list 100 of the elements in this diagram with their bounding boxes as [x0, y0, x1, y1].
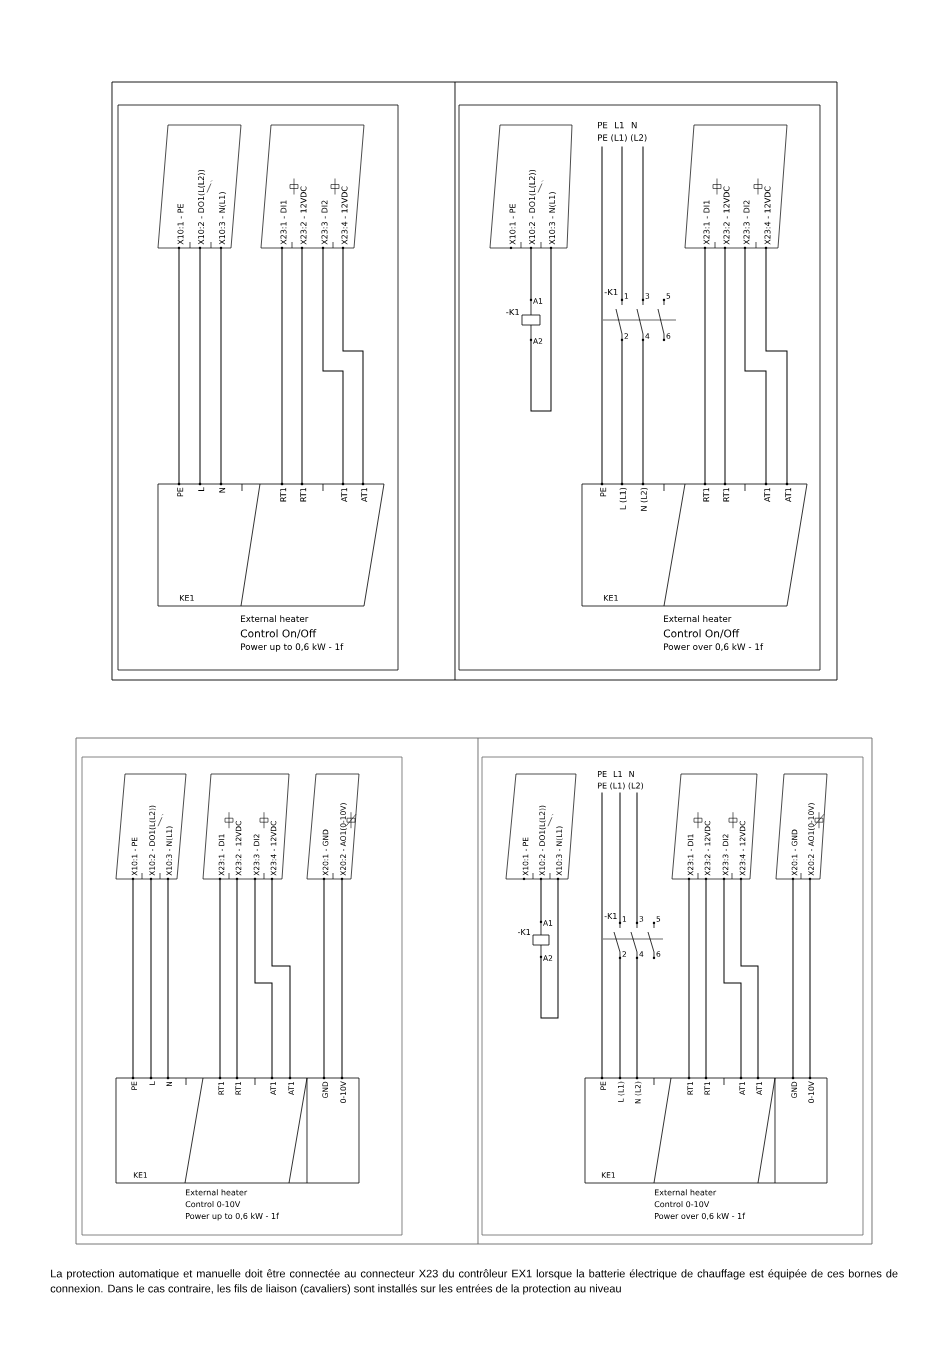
heater-block [581, 482, 808, 607]
heater-label: Control 0-10V [185, 1201, 241, 1208]
wire [323, 878, 325, 1079]
wire [740, 878, 759, 1079]
terminal-module [306, 773, 360, 881]
heater-label: Control On/Off [663, 629, 740, 639]
terminal-label: X10:1 - PE [509, 204, 516, 245]
wire [765, 247, 788, 485]
wire [724, 247, 726, 485]
terminal-label: X23:1 - DI1 [703, 200, 710, 245]
wire [809, 878, 811, 1079]
contactor-symbol [602, 288, 677, 342]
wire [132, 878, 134, 1079]
wire [199, 247, 201, 485]
terminal-label: X23:3 - DI2 [321, 200, 328, 245]
wire [705, 878, 707, 1079]
heater-label: Control 0-10V [654, 1201, 710, 1208]
terminal-label: X23:3 - DI2 [743, 200, 750, 245]
heater-label: External heater [664, 615, 732, 622]
wire [167, 878, 169, 1079]
wire [723, 878, 742, 1079]
terminal-module [671, 773, 758, 881]
heater-label: Power over 0,6 kW - 1f [664, 643, 764, 651]
terminal-module [157, 124, 242, 250]
terminal-label: N [219, 488, 226, 493]
device-label: KE1 [180, 595, 194, 601]
wire [636, 791, 638, 924]
wire [621, 339, 623, 485]
wire [271, 878, 291, 1079]
wire [530, 247, 532, 301]
terminal-label: AT1 [341, 487, 348, 502]
terminal-label: RT1 [703, 487, 710, 502]
device-label: KE1 [604, 595, 618, 601]
wire [220, 247, 222, 485]
wire [281, 247, 283, 485]
wire [601, 145, 603, 485]
terminal-label: PE [600, 487, 607, 497]
terminal-module [115, 773, 187, 881]
terminal-label: X10:3 - N(L1) [218, 192, 227, 245]
heater-label: Power over 0,6 kW - 1f [655, 1212, 746, 1220]
wire [704, 247, 706, 485]
wire [540, 878, 542, 923]
wire [178, 247, 180, 485]
terminal-label: X10:2 - DO1(L(L2)) [528, 170, 537, 245]
wire [642, 339, 644, 485]
wire [236, 878, 238, 1079]
wire [530, 247, 552, 412]
wire [642, 145, 644, 301]
wire [636, 957, 638, 1079]
relay-coil [517, 920, 553, 961]
heater-block [157, 482, 385, 607]
terminal-label: RT1 [280, 487, 287, 502]
terminal-label: RT1 [300, 487, 307, 502]
coil-label: -K1 [517, 929, 531, 935]
terminal-label: X23:4 - 12VDC [341, 186, 348, 245]
terminal-module [202, 773, 290, 881]
wire [219, 878, 221, 1079]
supply-label: PE L1 N [598, 771, 634, 777]
wire [254, 878, 273, 1079]
wire [150, 878, 152, 1079]
terminal-label: X10:1 - PE [177, 204, 184, 245]
terminal-module [684, 124, 788, 250]
wire [322, 247, 344, 485]
heater-label: Power up to 0,6 kW - 1f [241, 643, 344, 652]
terminal-label: L [198, 487, 205, 491]
terminal-label: X10:2 - DO1(L(L2)) [197, 170, 206, 245]
terminal-label: X10:3 - N(L1) [548, 192, 557, 245]
wire [540, 878, 559, 1019]
terminal-label: L (L1) [619, 487, 627, 510]
terminal-label: N (L2) [640, 487, 648, 511]
heater-label: External heater [241, 615, 309, 622]
wire [341, 878, 343, 1079]
terminal-label: AT1 [361, 487, 368, 502]
wire [601, 791, 603, 1079]
wire [619, 957, 621, 1079]
coil-label: -K1 [506, 308, 519, 316]
terminal-label: RT1 [723, 487, 730, 502]
terminal-label: AT1 [785, 487, 792, 502]
terminal-module [489, 124, 573, 250]
contactor-symbol [602, 913, 664, 960]
terminal-label: X23:4 - 12VDC [764, 186, 771, 245]
terminal-module [260, 124, 365, 250]
terminal-module [775, 773, 828, 881]
note-text: La protection automatique et manuelle doit être connectée au connecteur X23 du contrôleur EX1 lorsque la batterie électrique de chauffage est équipée de ces bornes de connexion. Dans le cas contraire, les fils de liaison (cavaliers) sont installés sur les entrées de la protection au niveau [50, 1269, 898, 1295]
heater-label: Control On/Off [240, 629, 317, 639]
terminal-label: AT1 [764, 487, 771, 502]
wire [621, 145, 623, 301]
heater-label: External heater [655, 1189, 717, 1196]
contactor-label: -K1 [604, 913, 617, 919]
supply-label: PE L1 N [598, 121, 637, 129]
heater-label: Power up to 0,6 kW - 1f [186, 1212, 280, 1221]
wire [619, 791, 621, 924]
heater-block [584, 1076, 828, 1184]
terminal-module [505, 773, 577, 881]
supply-label: PE (L1) (L2) [598, 782, 644, 790]
terminal-label: X23:1 - DI1 [280, 200, 287, 245]
wire [744, 247, 767, 485]
terminal-label: PE [177, 487, 184, 497]
heater-block [115, 1076, 360, 1184]
wire [301, 247, 303, 485]
